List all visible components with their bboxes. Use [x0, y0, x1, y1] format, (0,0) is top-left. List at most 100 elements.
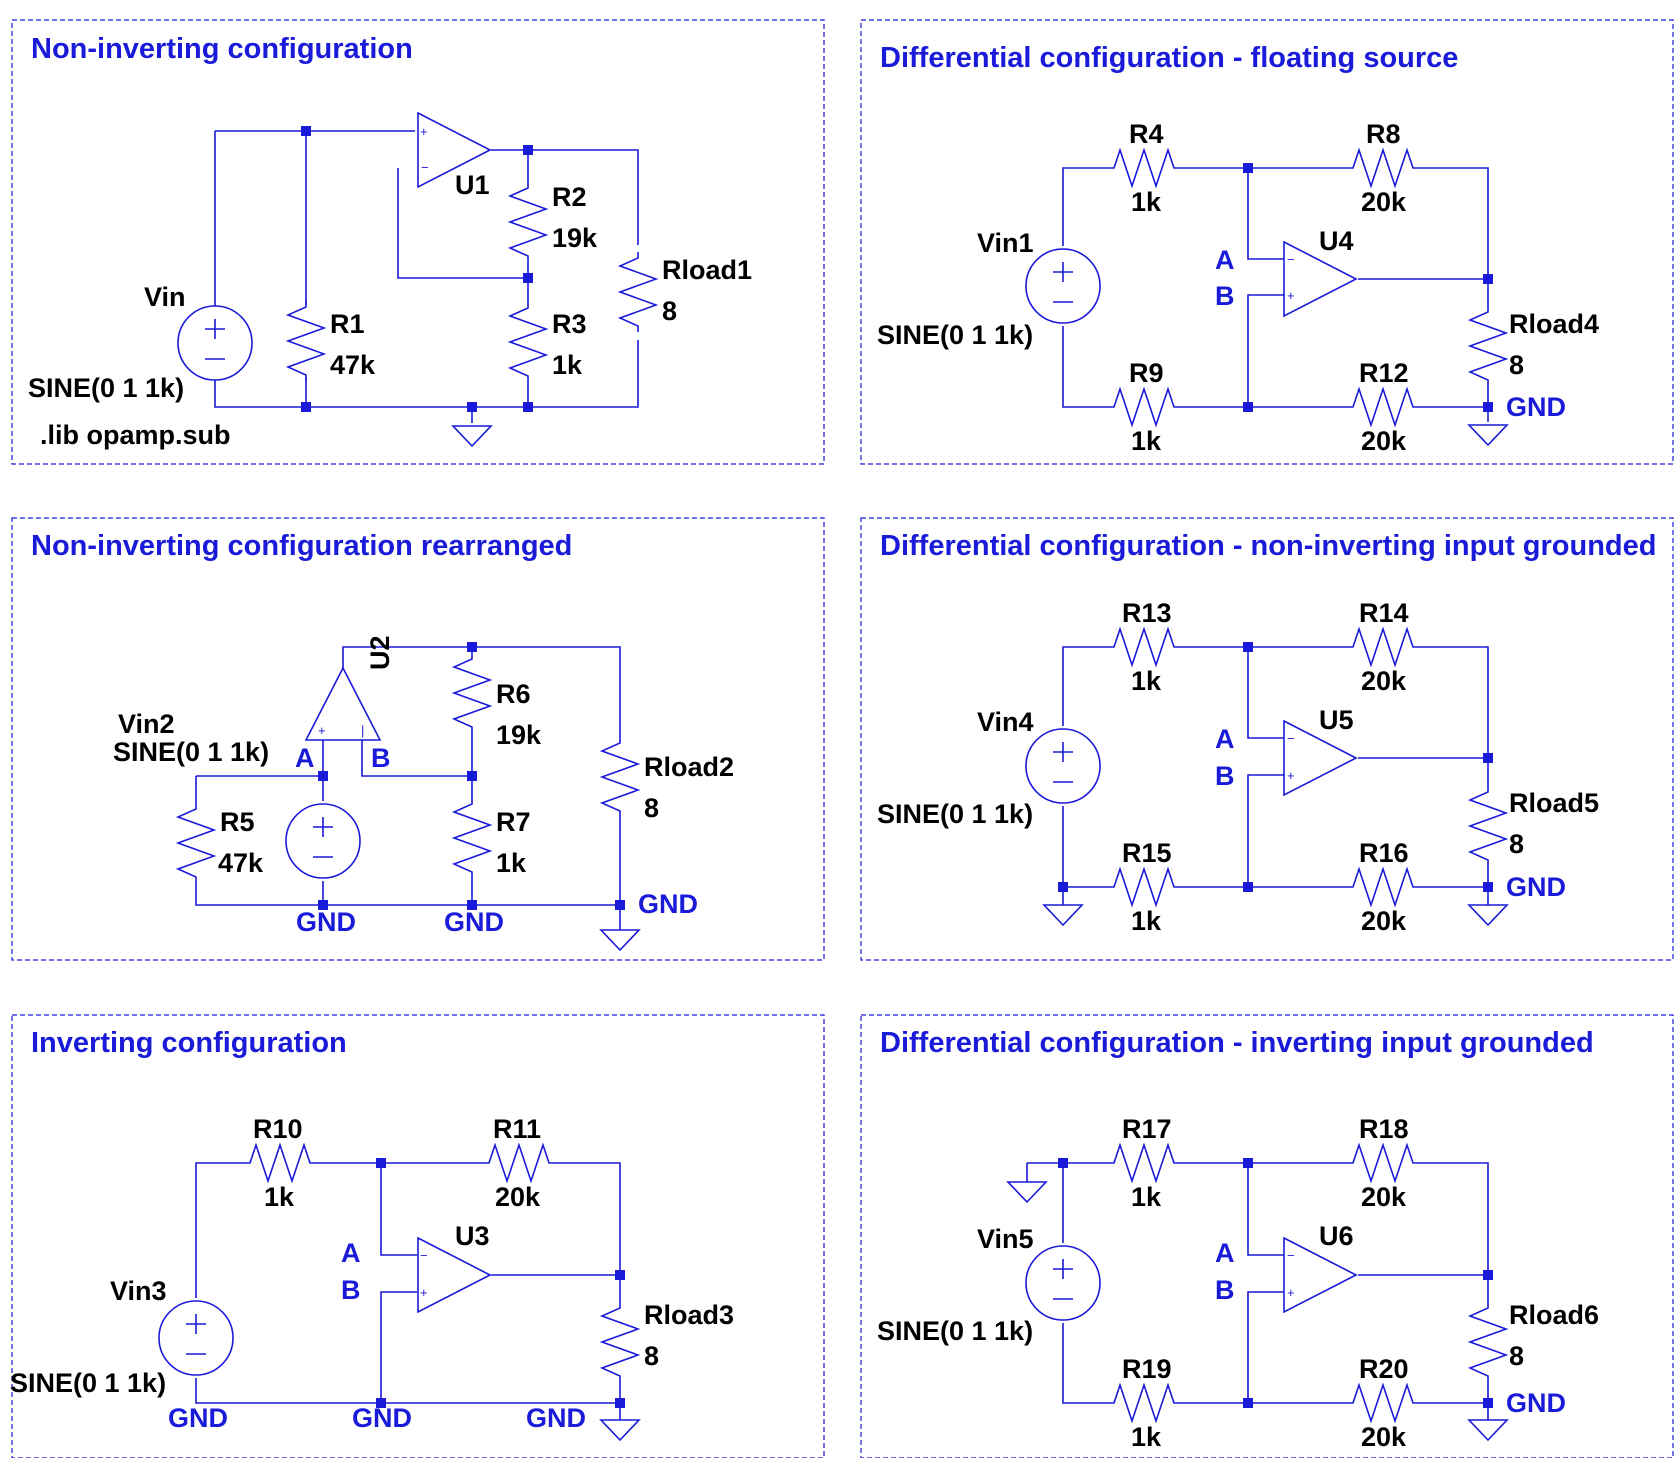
resistor-r18 [1347, 1144, 1419, 1182]
resistor-r13 [1108, 628, 1180, 666]
opamp-label: U6 [1319, 1221, 1354, 1251]
source-value: SINE(0 1 1k) [877, 1316, 1033, 1346]
rfb-name: R11 [493, 1114, 541, 1144]
pin-plus: + [1287, 1285, 1295, 1300]
r3-name: R3 [552, 309, 587, 339]
r17-name: R17 [1122, 1114, 1172, 1144]
resistor-rload1 [619, 251, 657, 333]
resistor-r14 [1347, 628, 1419, 666]
r12-value: 20k [1361, 426, 1407, 456]
pin-minus: − [420, 1248, 428, 1263]
source-value: SINE(0 1 1k) [28, 373, 184, 403]
gnd-label: GND [526, 1403, 586, 1433]
pin-minus: − [421, 160, 429, 175]
r16-value: 20k [1361, 906, 1407, 936]
panel-differential-floating: Differential configuration - floating so… [860, 19, 1674, 465]
pin-plus: + [318, 723, 326, 738]
rload-name: Rload5 [1509, 788, 1599, 818]
spice-directive: .lib opamp.sub [40, 420, 231, 450]
net-label-a: A [1215, 245, 1235, 275]
rload-name: Rload3 [644, 1300, 734, 1330]
resistor-r7 [453, 797, 491, 879]
r12-name: R12 [1359, 358, 1409, 388]
gnd-label: GND [168, 1403, 228, 1433]
net-label-b: B [371, 743, 391, 773]
resistor-rload3 [601, 1301, 639, 1383]
panel-title: Differential configuration - non-inverti… [880, 530, 1657, 562]
resistor-rload5 [1469, 785, 1507, 867]
ground-symbol [452, 425, 492, 447]
resistor-r5 [177, 802, 215, 884]
resistor-r19 [1108, 1384, 1180, 1422]
resistor-r6 [453, 652, 491, 734]
gnd-label: GND [444, 907, 504, 937]
gnd-label: GND [1506, 392, 1566, 422]
r3-value: 1k [552, 350, 583, 380]
gnd-label: GND [352, 1403, 412, 1433]
r7-value: 1k [496, 848, 527, 878]
resistor-r3 [509, 301, 547, 383]
r1-name: R1 [330, 309, 365, 339]
r14-name: R14 [1359, 598, 1409, 628]
wires [195, 1162, 621, 1420]
resistor-r1 [287, 300, 325, 382]
ground-symbol [1043, 904, 1083, 926]
resistor-r11 [483, 1144, 555, 1182]
resistor-r9 [1108, 388, 1180, 426]
wires [195, 646, 621, 930]
resistor-r20 [1347, 1384, 1419, 1422]
panel-title: Inverting configuration [31, 1027, 347, 1059]
panel-frame [11, 19, 825, 465]
r2-name: R2 [552, 182, 587, 212]
source-name: Vin5 [977, 1224, 1034, 1254]
panel-non-inverting: Non-inverting configuration + − U1 Vin S… [11, 19, 825, 465]
r2-value: 19k [552, 223, 598, 253]
pin-plus: + [1287, 288, 1295, 303]
ground-symbol [600, 929, 640, 951]
pin-plus: + [420, 1285, 428, 1300]
source-name: Vin1 [977, 228, 1034, 258]
r18-value: 20k [1361, 1182, 1407, 1212]
resistor-rload4 [1469, 305, 1507, 387]
r20-name: R20 [1359, 1354, 1409, 1384]
resistor-rload2 [601, 736, 639, 818]
r8-name: R8 [1366, 119, 1401, 149]
gnd-label: GND [1506, 1388, 1566, 1418]
ground-symbol [1468, 1419, 1508, 1441]
r5-value: 47k [218, 848, 264, 878]
resistor-r17 [1108, 1144, 1180, 1182]
r13-value: 1k [1131, 666, 1162, 696]
panel-non-inverting-rearranged: Non-inverting configuration rearranged +… [11, 517, 825, 961]
resistor-r2 [509, 181, 547, 263]
gnd-label: GND [638, 889, 698, 919]
voltage-source-vin4 [1025, 728, 1101, 804]
net-label-b: B [1215, 1275, 1235, 1305]
panel-frame [11, 517, 825, 961]
rload-value: 8 [644, 1341, 659, 1371]
net-label-a: A [1215, 724, 1235, 754]
panel-inverting: Inverting configuration Vin3 SINE(0 1 1k… [10, 1014, 825, 1458]
rload-value: 8 [644, 793, 659, 823]
resistor-r10 [244, 1144, 316, 1182]
resistor-r8 [1347, 149, 1419, 187]
rload-name: Rload1 [662, 255, 752, 285]
rload-value: 8 [1509, 350, 1524, 380]
source-name: Vin2 [118, 709, 175, 739]
voltage-source-vin1 [1025, 248, 1101, 324]
panel-title: Differential configuration - floating so… [880, 42, 1458, 74]
resistor-r4 [1108, 149, 1180, 187]
pin-minus: − [1287, 1248, 1295, 1263]
source-name: Vin [144, 282, 186, 312]
r16-name: R16 [1359, 838, 1409, 868]
r6-value: 19k [496, 720, 542, 750]
gnd-label: GND [1506, 872, 1566, 902]
panel-title: Non-inverting configuration rearranged [31, 530, 572, 562]
panel-frame [11, 1014, 825, 1458]
opamp-label: U4 [1319, 226, 1354, 256]
r9-value: 1k [1131, 426, 1162, 456]
resistor-r12 [1347, 388, 1419, 426]
net-label-a: A [341, 1238, 361, 1268]
r20-value: 20k [1361, 1422, 1407, 1452]
r1-value: 47k [330, 350, 376, 380]
source-name: Vin4 [977, 707, 1034, 737]
